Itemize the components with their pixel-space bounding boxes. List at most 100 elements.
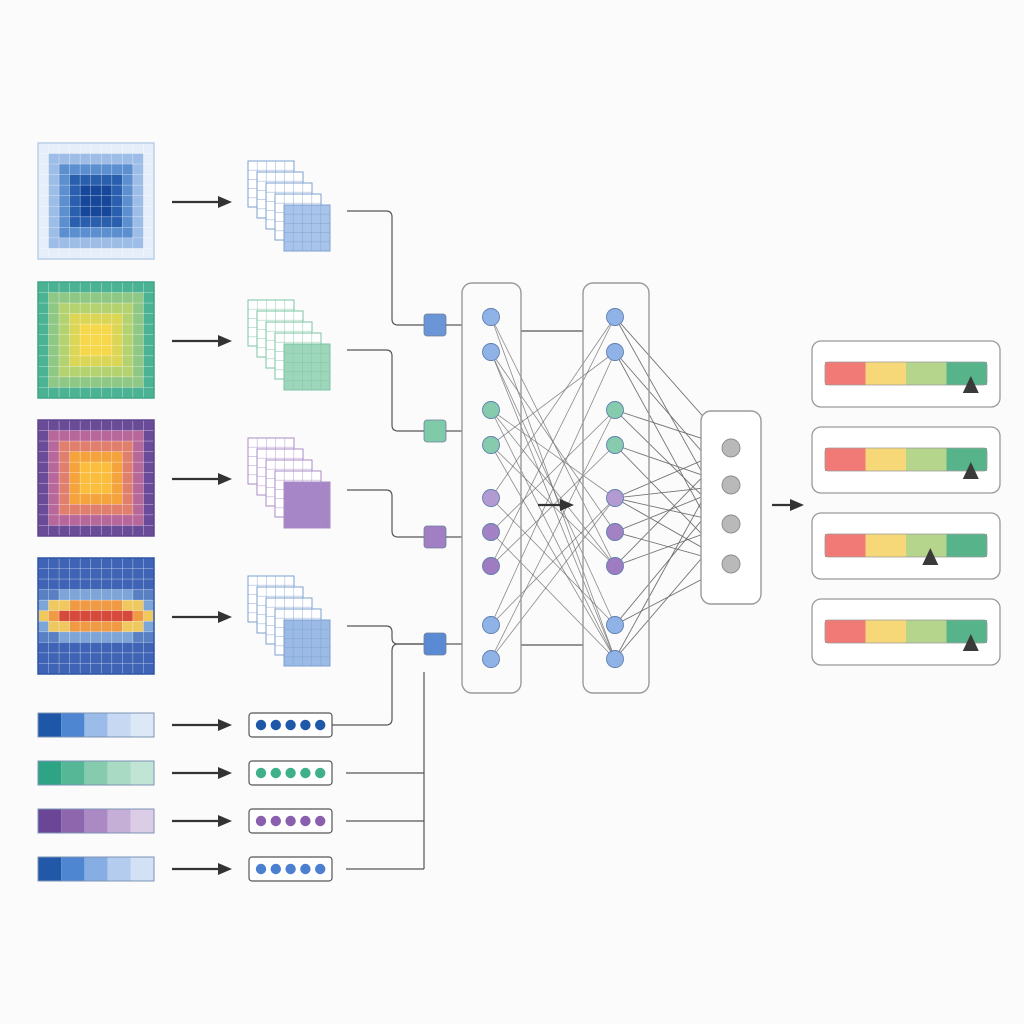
heatmap-cell [122, 292, 134, 304]
heatmap-cell [100, 248, 113, 260]
heatmap-cell [122, 174, 134, 186]
heatmap-cell [122, 663, 134, 675]
heatmap-cell [90, 195, 102, 207]
heatmap-cell [79, 323, 92, 336]
vector-cell [38, 809, 62, 833]
heatmap-cell [111, 652, 123, 664]
heatmap-cell [122, 525, 134, 537]
heatmap-cell [79, 514, 92, 526]
heatmap-cell [132, 620, 144, 633]
heatmap-cell [111, 514, 123, 526]
heatmap-cell [69, 493, 81, 505]
score-marker [922, 548, 939, 565]
channel-squares [423, 313, 462, 656]
heatmap-cell [79, 174, 92, 186]
nodes [482, 308, 741, 668]
score-bar-outline [824, 533, 988, 558]
heatmap-cell [90, 631, 102, 643]
embedding-dot [270, 767, 281, 779]
heatmap-cell [69, 174, 81, 186]
connection-line [614, 531, 707, 558]
heatmap-cell [69, 205, 81, 218]
heatmap-cell [111, 642, 123, 654]
heatmap-cell [37, 599, 49, 612]
heatmap-cell [111, 142, 123, 154]
heatmap-cell [122, 652, 134, 664]
heatmap-cell [143, 419, 155, 431]
heatmap-cell [37, 184, 49, 197]
heatmap-cell [132, 589, 144, 601]
score-segment [946, 534, 987, 557]
heatmap-cell [143, 184, 155, 197]
heatmap-cell [122, 227, 134, 239]
heatmap-cell [132, 493, 144, 505]
vector-cell [107, 713, 131, 737]
heatmap-cell [37, 451, 49, 463]
heatmap-cell [111, 599, 123, 612]
heatmap-cell [100, 525, 113, 537]
heatmap-cell [143, 642, 155, 654]
heatmap-cell [90, 461, 102, 474]
heatmap-cell [48, 578, 60, 590]
heatmap-cell [48, 504, 60, 516]
heatmap-cell [122, 195, 134, 207]
heatmap-cell [79, 205, 92, 218]
heatmap-cell [58, 313, 70, 325]
hidden-node-layer-2 [606, 401, 624, 419]
score-segment [865, 448, 906, 471]
heatmap-cell [58, 163, 70, 175]
heatmap-cell [132, 419, 144, 431]
heatmap-cell [69, 504, 81, 516]
embedding-dot [285, 863, 296, 875]
heatmap-cell [90, 302, 102, 314]
heatmap-cell [143, 568, 155, 580]
heatmap-cell [100, 387, 113, 399]
heatmap-cell [69, 227, 81, 239]
heatmap-cell [143, 387, 155, 399]
heatmap-cell [100, 451, 113, 463]
heatmap-cell [111, 205, 123, 218]
heatmap-cell [58, 610, 70, 622]
heatmap-cell [111, 493, 123, 505]
heatmap-cell [143, 334, 155, 346]
heatmap-cell [111, 313, 123, 325]
heatmap-cell [132, 227, 144, 239]
embedding-dot [255, 815, 267, 827]
hidden-node-layer-2 [606, 616, 624, 634]
heatmap-cell [111, 525, 123, 537]
heatmap-cell [122, 205, 134, 218]
heatmap-cell [79, 366, 92, 378]
heatmap-cell [79, 589, 92, 601]
heatmap-cell [79, 525, 92, 537]
embedding-dot [315, 767, 326, 779]
heatmap-cell [111, 334, 123, 346]
heatmap-cell [69, 568, 81, 580]
heatmap-cell [58, 493, 70, 505]
connection-line [614, 493, 707, 660]
heatmap-cell [111, 482, 123, 495]
heatmap-cell [100, 557, 113, 569]
heatmap-cell [100, 652, 113, 664]
heatmap-cell [122, 323, 134, 336]
heatmap-cell [48, 184, 60, 197]
heatmap-cell [90, 313, 102, 325]
channel-square [423, 313, 447, 337]
embedding-dot [300, 863, 311, 875]
heatmap-cell [58, 153, 70, 165]
heatmap-cell [79, 620, 92, 633]
heatmap-cell [48, 163, 60, 175]
heatmap-cell [90, 163, 102, 175]
score-segment [946, 362, 987, 385]
heatmap-cell [58, 589, 70, 601]
heatmap-cell [122, 344, 134, 357]
score-segment [825, 534, 866, 557]
heatmap-cell [69, 451, 81, 463]
heatmap-cell [143, 153, 155, 165]
heatmap-cell [58, 461, 70, 474]
heatmap-cell [100, 323, 113, 336]
heatmap-cell [79, 461, 92, 474]
heatmap-cell [143, 504, 155, 516]
heatmap-cell [37, 652, 49, 664]
score-segment [946, 620, 987, 643]
